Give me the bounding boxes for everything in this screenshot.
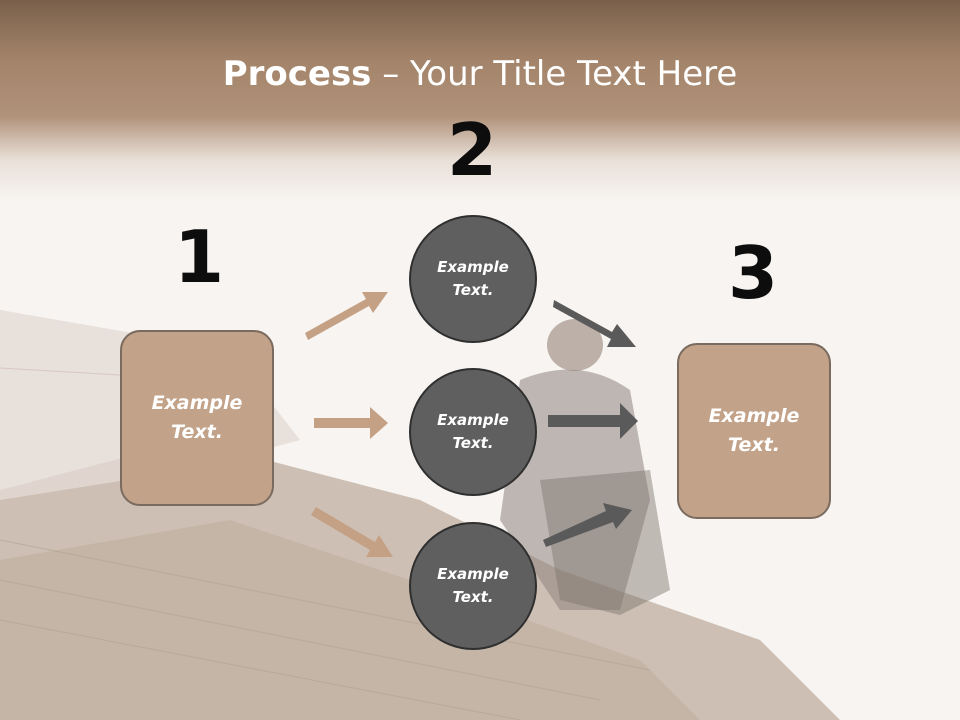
step-2-circle-top: Example Text. bbox=[409, 215, 537, 343]
arrow-1-to-middle bbox=[314, 407, 388, 439]
step-3-number: 3 bbox=[727, 231, 779, 315]
circle-middle-text: Example Text. bbox=[437, 411, 509, 452]
arrow-middle-to-3 bbox=[548, 403, 638, 439]
step-3-box: Example Text. bbox=[677, 343, 831, 519]
title-bold: Process bbox=[222, 54, 372, 94]
circle-top-text: Example Text. bbox=[437, 258, 509, 299]
title-band bbox=[0, 0, 960, 200]
arrow-top-to-3 bbox=[553, 300, 636, 347]
arrow-1-to-top bbox=[305, 292, 388, 340]
step-1-number: 1 bbox=[173, 215, 225, 299]
arrow-1-to-bottom bbox=[311, 507, 393, 557]
step-2-circle-middle: Example Text. bbox=[409, 368, 537, 496]
step-2-number: 2 bbox=[446, 108, 498, 192]
title-rest: – Your Title Text Here bbox=[371, 54, 738, 94]
circle-bottom-text: Example Text. bbox=[437, 565, 509, 606]
step-2-circle-bottom: Example Text. bbox=[409, 522, 537, 650]
step-1-box: Example Text. bbox=[120, 330, 274, 506]
step-3-text: Example Text. bbox=[708, 405, 800, 456]
step-1-text: Example Text. bbox=[151, 392, 243, 443]
arrow-bottom-to-3 bbox=[543, 503, 632, 547]
slide-title: Process – Your Title Text Here bbox=[0, 52, 960, 96]
